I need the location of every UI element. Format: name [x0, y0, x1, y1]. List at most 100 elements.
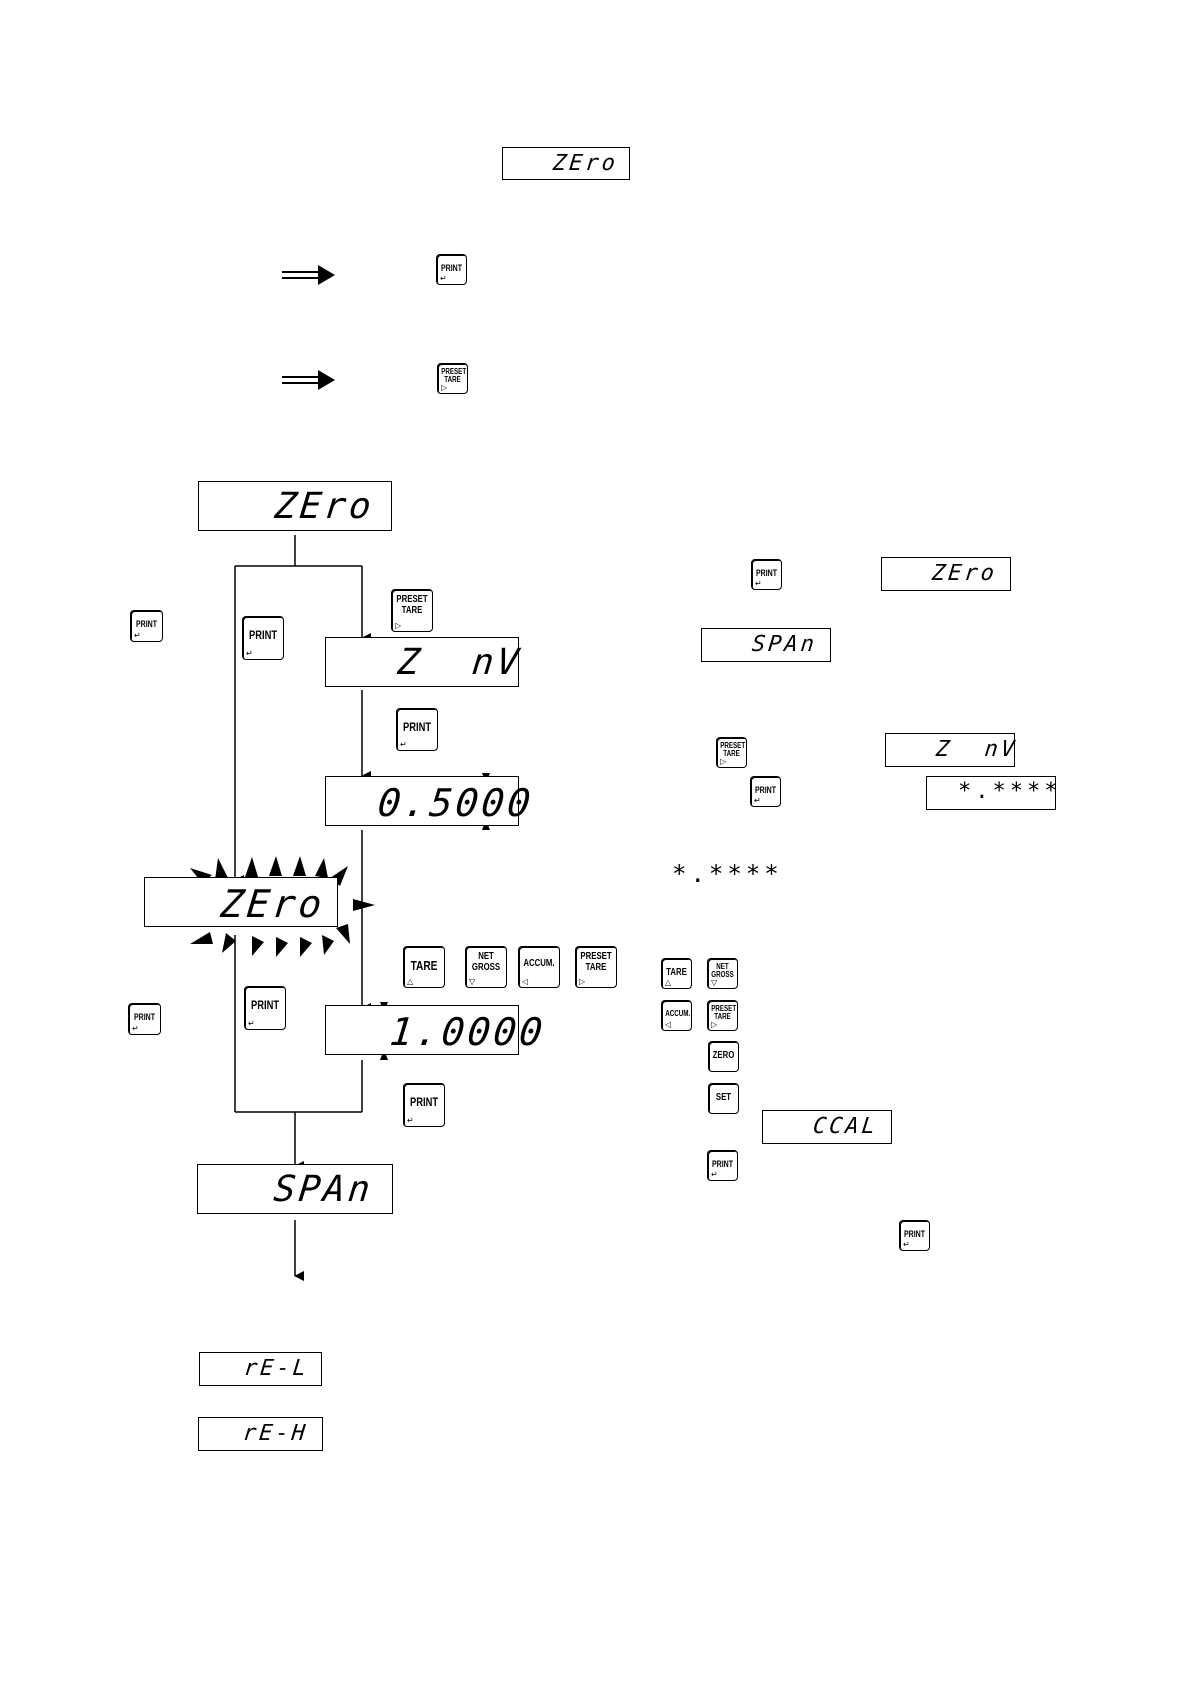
tare-key[interactable]: TARE △: [403, 946, 445, 988]
triangle-left-icon: ◁: [665, 1020, 672, 1029]
print-key-mid-2[interactable]: PRINT ↵: [244, 986, 286, 1030]
triangle-up-icon: △: [407, 977, 414, 986]
key-label: PRINT: [402, 720, 432, 734]
triangle-right-icon: ▷: [441, 383, 448, 392]
key-label: NET GROSS: [711, 962, 734, 980]
lcd-text: Z nV: [934, 737, 1019, 762]
flow-value-display-1: 0.5000: [325, 776, 536, 826]
flow-znv-display: Z nV: [325, 637, 524, 687]
enter-icon: ↵: [246, 649, 253, 658]
print-key-mid[interactable]: PRINT ↵: [242, 616, 284, 660]
key-label: PRINT: [755, 568, 778, 578]
lcd-text: Z nV: [395, 642, 524, 683]
right-stars-display: *.****: [926, 776, 1057, 810]
right-net-gross-key[interactable]: NET GROSS ▽: [707, 958, 738, 989]
key-label: NET GROSS: [471, 951, 501, 973]
enter-icon: ↵: [134, 631, 141, 640]
lcd-text: 1.0000: [387, 1010, 548, 1054]
lcd-text: *.****: [958, 779, 1062, 804]
reh-display: rE-H: [198, 1417, 323, 1451]
right-zero-display: ZEro: [881, 557, 1011, 591]
right-print-key-4[interactable]: PRINT ↵: [899, 1220, 930, 1251]
stars-value-text: *.****: [672, 860, 783, 888]
flow-lines: [234, 535, 371, 1281]
key-label: PRINT: [135, 619, 158, 629]
enter-icon: ↵: [755, 579, 762, 588]
right-znv-display: Z nV: [885, 733, 1019, 767]
right-preset-tare-key[interactable]: PRESET TARE ▷: [716, 737, 747, 768]
flow-zero-blink-display: ZEro: [144, 877, 338, 927]
lcd-text: CCAL: [811, 1114, 880, 1139]
enter-icon: ↵: [248, 1019, 255, 1028]
triangle-down-icon: ▽: [711, 978, 718, 987]
flow-zero-display: ZEro: [198, 481, 392, 531]
enter-icon: ↵: [711, 1170, 718, 1179]
key-label: PRESET TARE: [396, 594, 428, 616]
key-label: PRESET TARE: [720, 741, 746, 759]
lcd-text: 0.5000: [375, 781, 536, 825]
print-key-2[interactable]: PRINT ↵: [396, 708, 438, 751]
lcd-text: rE-H: [241, 1421, 310, 1446]
right-set-key[interactable]: SET: [708, 1083, 739, 1114]
key-label: PRINT: [248, 628, 278, 642]
right-print-key-3[interactable]: PRINT ↵: [707, 1150, 738, 1181]
key-label: PRINT: [133, 1012, 156, 1022]
triangle-up-icon: △: [665, 978, 672, 987]
print-key-3[interactable]: PRINT ↵: [403, 1083, 445, 1127]
enter-icon: ↵: [400, 740, 407, 749]
print-key-left-2[interactable]: PRINT ↵: [128, 1003, 161, 1035]
preset-tare-key[interactable]: PRESET TARE ▷: [437, 363, 468, 394]
enter-icon: ↵: [903, 1240, 910, 1249]
lcd-text: ZEro: [551, 151, 620, 176]
lcd-text: ZEro: [272, 486, 376, 527]
double-arrow-2: [282, 370, 335, 390]
key-label: ZERO: [712, 1050, 735, 1061]
triangle-down-icon: ▽: [469, 977, 476, 986]
key-label: ACCUM.: [523, 958, 555, 969]
triangle-right-icon: ▷: [711, 1020, 718, 1029]
rel-display: rE-L: [199, 1352, 322, 1386]
lcd-text: SPAn: [750, 632, 819, 657]
enter-icon: ↵: [754, 796, 761, 805]
key-label: PRESET TARE: [711, 1004, 737, 1022]
lcd-text: rE-L: [242, 1356, 311, 1381]
double-arrow-1: [282, 265, 335, 285]
key-label: SET: [715, 1092, 732, 1103]
lcd-text: SPAn: [271, 1169, 375, 1210]
triangle-right-icon: ▷: [395, 621, 402, 630]
triangle-left-icon: ◁: [522, 977, 529, 986]
key-label: PRESET TARE: [441, 367, 467, 385]
print-key[interactable]: PRINT ↵: [436, 254, 467, 285]
key-label: PRINT: [409, 1095, 439, 1109]
right-print-key[interactable]: PRINT ↵: [751, 559, 782, 590]
enter-icon: ↵: [132, 1024, 139, 1033]
key-label: ACCUM.: [665, 1009, 691, 1018]
lcd-text: ZEro: [930, 561, 999, 586]
key-label: PRINT: [711, 1159, 734, 1169]
flow-span-display: SPAn: [197, 1164, 393, 1214]
key-label: PRINT: [440, 263, 463, 273]
net-gross-key[interactable]: NET GROSS ▽: [465, 946, 507, 988]
enter-icon: ↵: [440, 274, 447, 283]
right-tare-key[interactable]: TARE △: [661, 958, 692, 989]
enter-icon: ↵: [407, 1116, 414, 1125]
right-accum-key[interactable]: ACCUM. ◁: [661, 1000, 692, 1031]
right-zero-key[interactable]: ZERO: [708, 1041, 739, 1072]
preset-tare-key[interactable]: PRESET TARE ▷: [391, 589, 433, 632]
accum-key[interactable]: ACCUM. ◁: [518, 946, 560, 988]
key-label: PRINT: [250, 998, 280, 1012]
right-preset-tare-key-2[interactable]: PRESET TARE ▷: [707, 1000, 738, 1031]
print-key-left[interactable]: PRINT ↵: [130, 610, 163, 642]
key-label: TARE: [410, 958, 438, 973]
key-label: PRINT: [754, 785, 777, 795]
triangle-right-icon: ▷: [579, 977, 586, 986]
preset-tare-key-2[interactable]: PRESET TARE ▷: [575, 946, 617, 988]
triangle-right-icon: ▷: [720, 757, 727, 766]
key-label: PRESET TARE: [580, 951, 612, 973]
top-zero-display: ZEro: [502, 147, 630, 180]
key-label: PRINT: [903, 1229, 926, 1239]
right-print-key-2[interactable]: PRINT ↵: [750, 776, 781, 807]
lcd-text: ZEro: [218, 882, 327, 926]
right-span-display: SPAn: [701, 628, 831, 662]
